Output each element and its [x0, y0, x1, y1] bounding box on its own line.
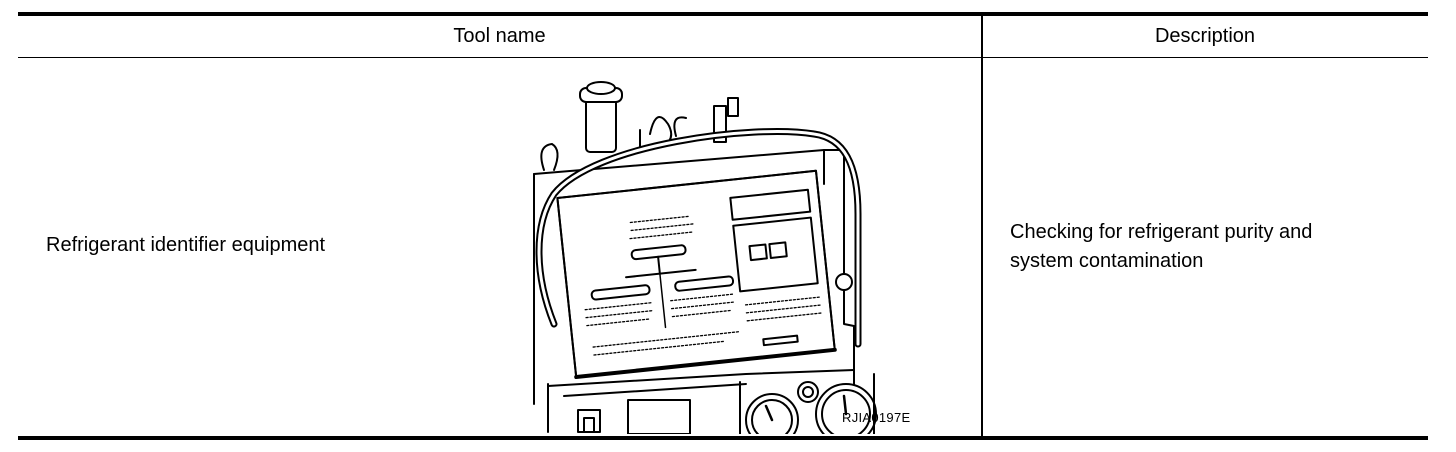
- table-header-row: Tool name Description: [18, 16, 1428, 58]
- header-tool-name: Tool name: [453, 25, 546, 47]
- header-description: Description: [1154, 25, 1256, 47]
- description-line: system contamination: [1010, 250, 1204, 272]
- table-row: Refrigerant identifier equipment: [18, 58, 1428, 440]
- figure-code: RJIA0197E: [842, 410, 911, 425]
- description-line: Checking for refrigerant purity and: [1010, 221, 1313, 243]
- column-divider: [981, 16, 983, 436]
- tool-name-cell: Refrigerant identifier equipment: [46, 234, 326, 256]
- description-cell: Checking for refrigerant purity and syst…: [1010, 218, 1410, 276]
- tool-table: Tool name Description Refrigerant identi…: [18, 12, 1428, 440]
- refrigerant-identifier-illustration: [533, 81, 877, 434]
